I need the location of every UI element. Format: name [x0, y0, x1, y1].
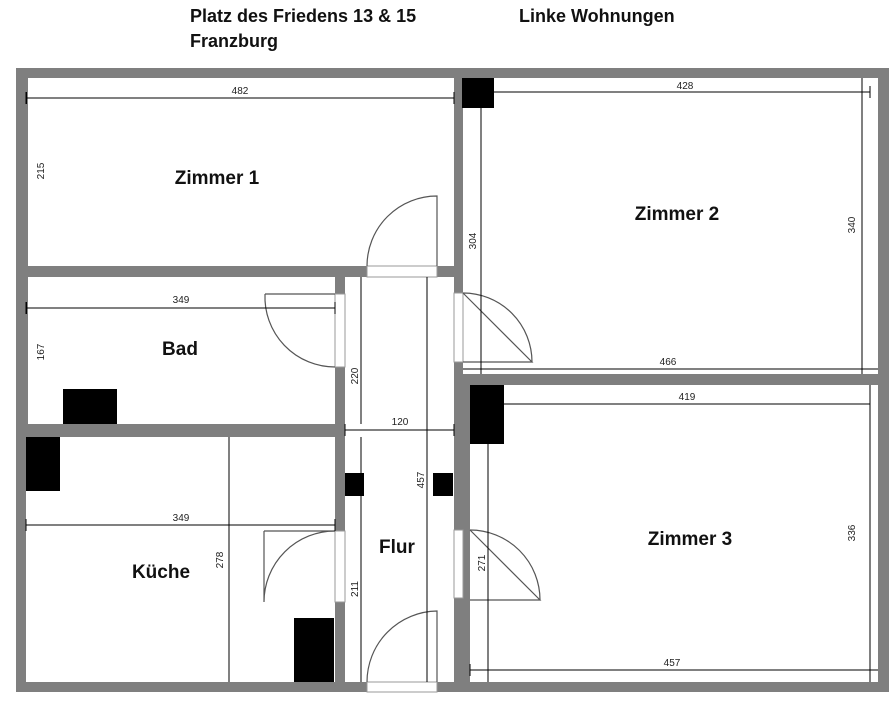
- wall-zimmer1-bottom-right: [437, 266, 454, 277]
- wall-bad-kueche: [26, 424, 335, 437]
- dim-zimmer2-width-top: 428: [677, 81, 694, 92]
- dim-zimmer1-height: 215: [36, 162, 47, 179]
- fixture-kueche-left: [26, 437, 60, 491]
- dim-kueche-height: 278: [215, 551, 226, 568]
- door-opening-bad: [334, 293, 346, 368]
- room-label-zimmer1: Zimmer 1: [175, 168, 260, 189]
- walls: [16, 68, 889, 692]
- wall-flur-left-lower: [335, 602, 345, 682]
- door-swing-entrance: [366, 610, 438, 683]
- dim-zimmer2-width-bottom: 466: [660, 357, 677, 368]
- dim-zimmer2-height-left: 304: [468, 232, 479, 249]
- wall-bottom: [16, 682, 889, 692]
- dim-bad-width: 349: [173, 295, 190, 306]
- dim-zimmer2-height-right: 340: [847, 216, 858, 233]
- door-swing-zimmer1: [366, 195, 438, 267]
- door-opening-zimmer1: [366, 265, 438, 278]
- fixture-zimmer2-chimney: [462, 78, 494, 108]
- fixture-kueche-stove: [294, 618, 334, 682]
- fixture-flur-left: [345, 473, 364, 496]
- door-swing-kueche-arc: [263, 530, 336, 603]
- door-opening-zimmer3: [453, 529, 464, 599]
- wall-zimmer2-left-upper: [454, 78, 463, 293]
- wall-zimmer1-bottom-left: [26, 266, 367, 277]
- room-label-kueche: Küche: [132, 562, 190, 583]
- dim-zimmer1-width: 482: [232, 86, 249, 97]
- wall-top: [16, 68, 889, 78]
- room-label-zimmer2: Zimmer 2: [635, 204, 719, 225]
- dimension-lines: [25, 78, 878, 682]
- room-label-flur: Flur: [379, 537, 415, 558]
- door-opening-kueche: [334, 530, 346, 603]
- fixture-zimmer3-chimney: [470, 385, 504, 444]
- dim-zimmer3-height-right: 336: [847, 524, 858, 541]
- room-label-bad: Bad: [162, 339, 198, 360]
- wall-left: [16, 68, 26, 692]
- door-swing-bad-arc: [264, 293, 336, 368]
- dim-flur-upper: 220: [350, 367, 361, 384]
- dim-zimmer3-height-left: 271: [477, 554, 488, 571]
- dim-zimmer3-width-top: 419: [679, 392, 696, 403]
- address-line-1: Platz des Friedens 13 & 15: [190, 6, 417, 26]
- door-openings: [334, 265, 464, 693]
- wall-zimmer3-left: [462, 385, 470, 682]
- room-label-zimmer3: Zimmer 3: [648, 529, 732, 550]
- door-swing-zimmer2-arc: [462, 292, 533, 363]
- dim-flur-width: 120: [392, 417, 409, 428]
- section-title: Linke Wohnungen: [519, 6, 675, 26]
- dim-flur-length: 457: [416, 471, 427, 488]
- wall-flur-left-upper: [335, 277, 345, 294]
- door-swing-zimmer2: [462, 292, 534, 363]
- wall-flur-left-middle: [335, 367, 345, 531]
- dim-zimmer3-width-bottom: 457: [664, 658, 681, 669]
- dim-kueche-width: 349: [173, 513, 190, 524]
- door-opening-entrance: [366, 681, 438, 693]
- fixtures: [26, 78, 504, 682]
- door-opening-zimmer2: [453, 292, 464, 363]
- wall-zimmer2-bottom: [463, 374, 878, 385]
- wall-right: [878, 68, 889, 692]
- wall-flur-right-middle: [454, 362, 463, 530]
- door-swing-zimmer3-arc: [469, 529, 541, 601]
- dim-flur-lower: 211: [350, 581, 361, 597]
- wall-flur-right-lower: [454, 598, 463, 682]
- fixture-bad: [63, 389, 117, 424]
- dim-bad-height: 167: [36, 343, 47, 360]
- address-line-2: Franzburg: [190, 31, 278, 51]
- fixture-flur-right: [433, 473, 453, 496]
